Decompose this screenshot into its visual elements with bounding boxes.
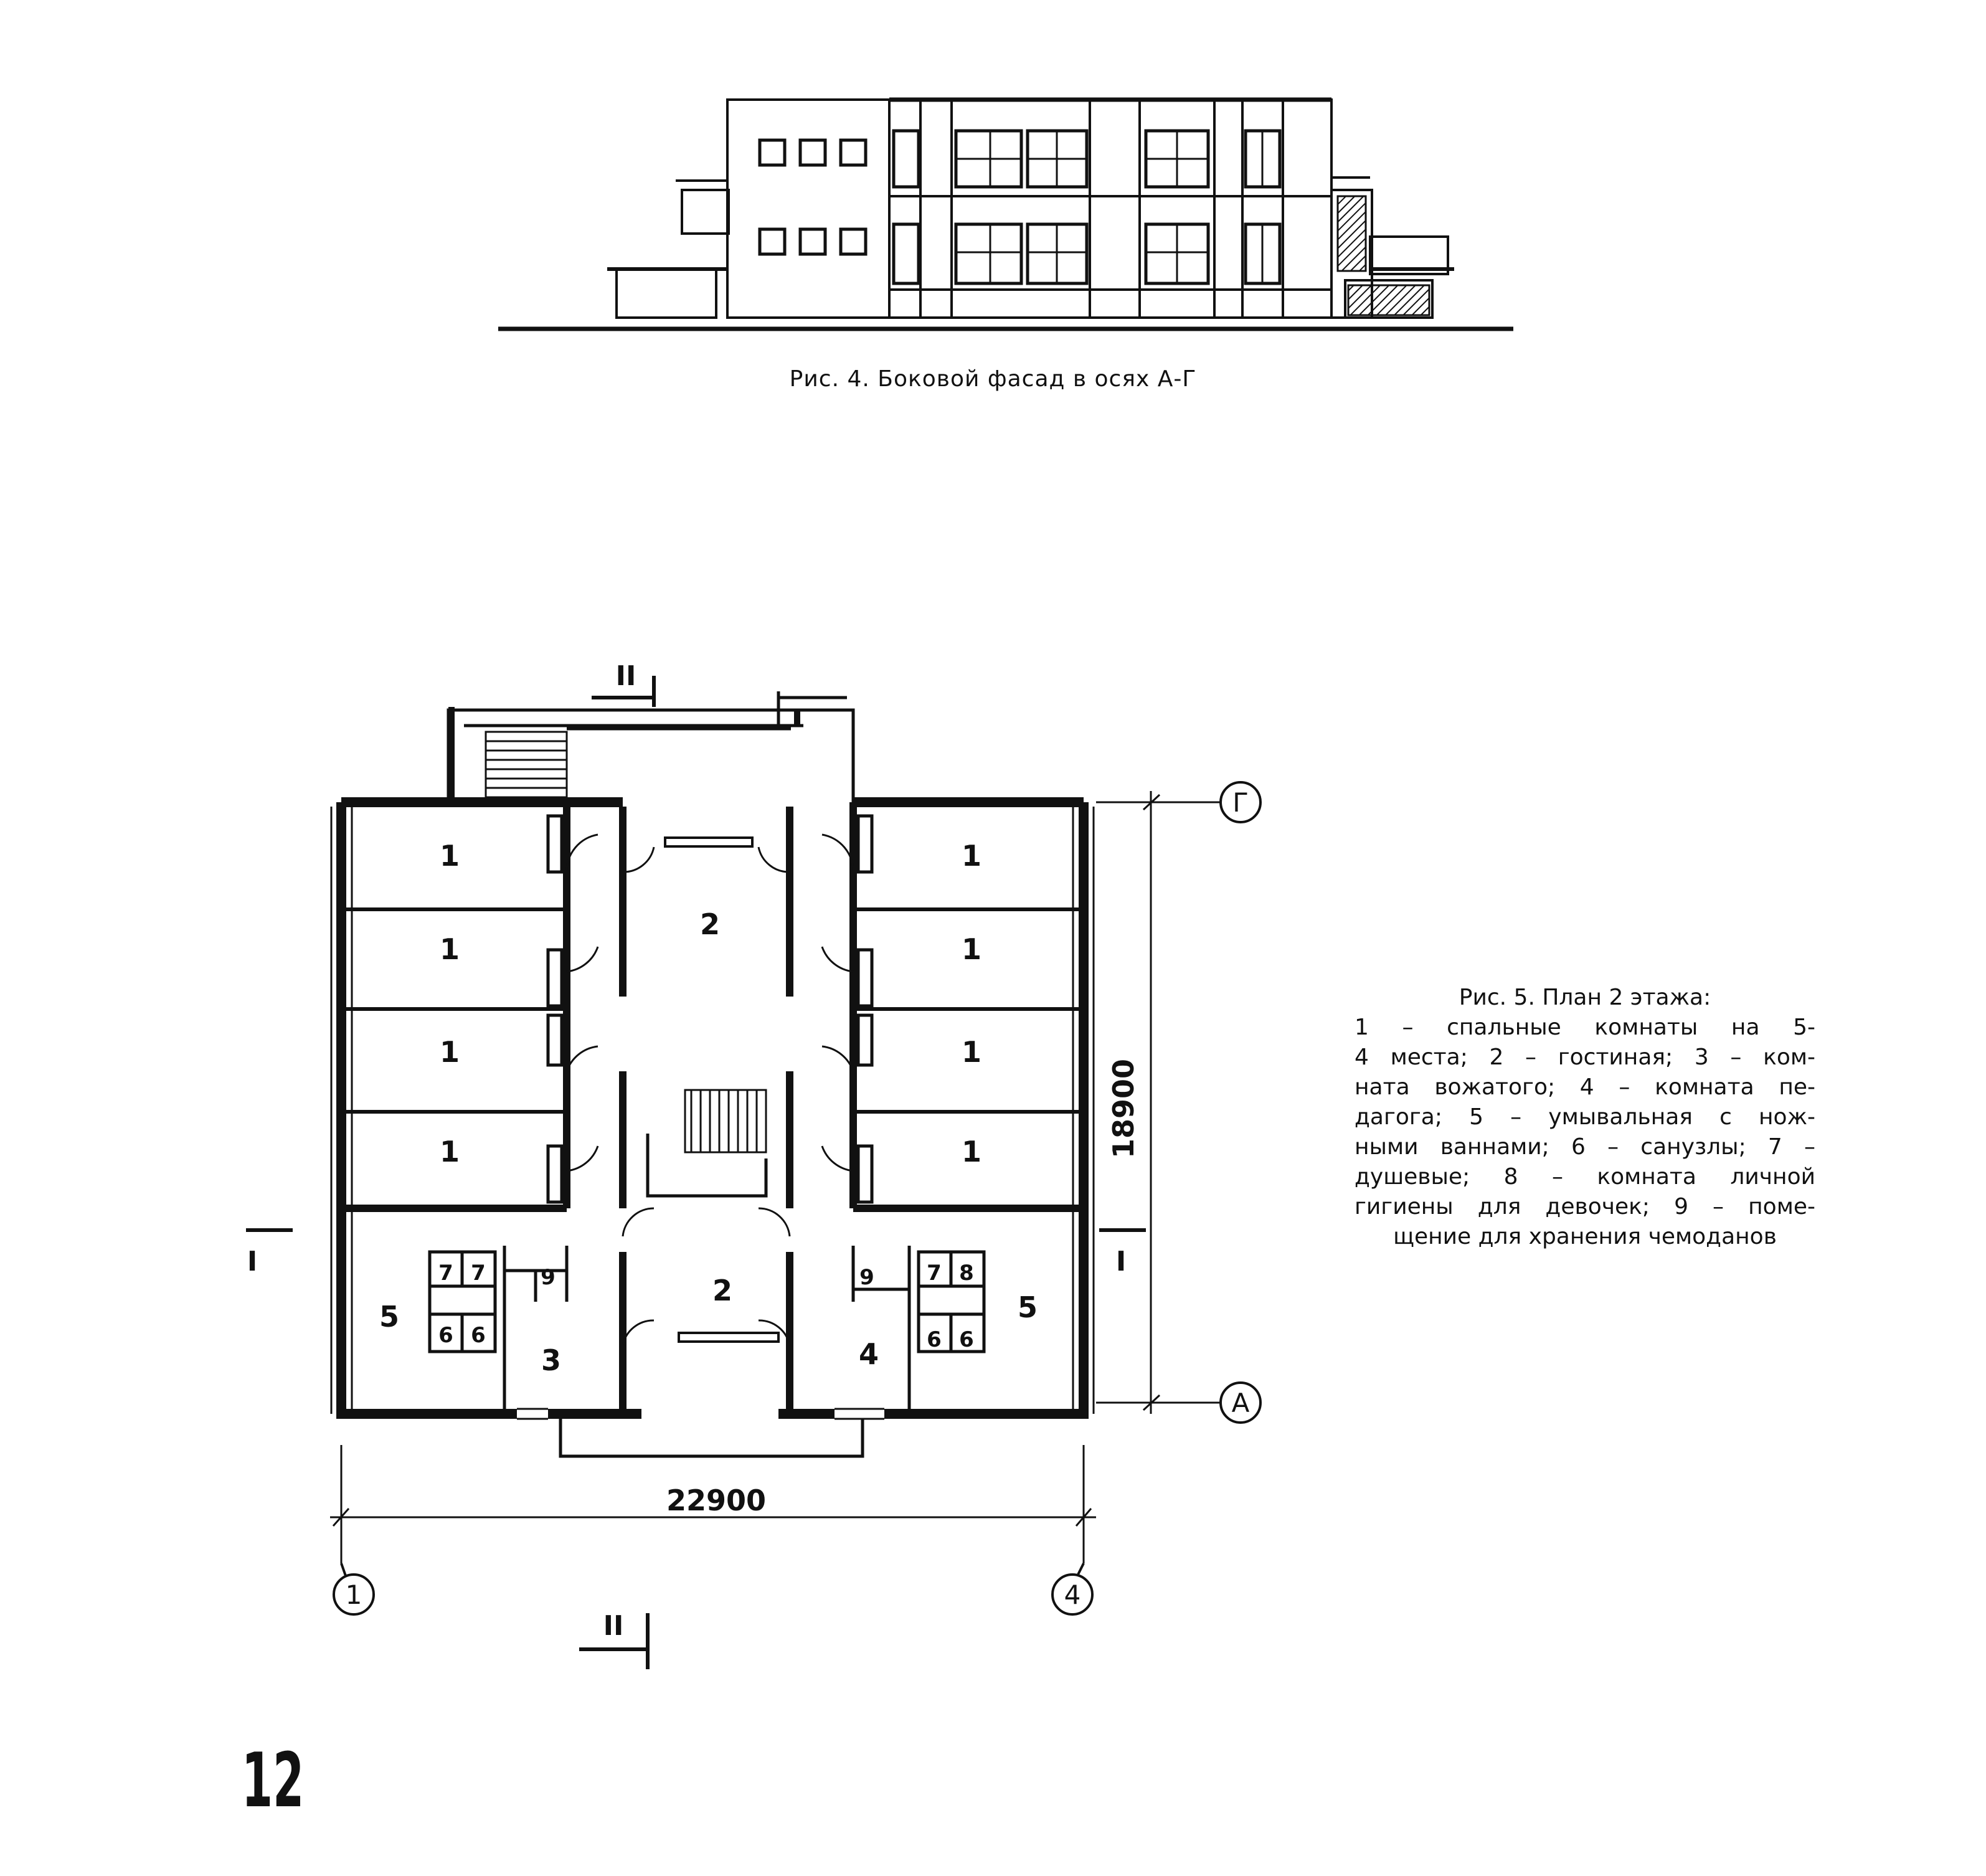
figure4-caption: Рис. 4. Боковой фасад в осях А-Г bbox=[789, 366, 1197, 392]
pilaster-2 bbox=[1089, 98, 1141, 319]
right-sanitary-block bbox=[851, 1246, 986, 1414]
corridor-windows bbox=[664, 836, 780, 1343]
room-label-counselor: 3 bbox=[541, 1343, 561, 1377]
room-label-sleeping-3: 1 bbox=[440, 1035, 460, 1069]
figure5-caption-title: Рис. 5. План 2 этажа: bbox=[1459, 985, 1711, 1010]
figure5-caption: Рис. 5. План 2 этажа: 1 – спальные комна… bbox=[1355, 983, 1815, 1252]
right-low-wing bbox=[1344, 279, 1434, 319]
room-label-sleeping-4: 1 bbox=[440, 1135, 460, 1168]
room-label-sleeping-6: 1 bbox=[962, 932, 981, 966]
room-label-storage-1: 9 bbox=[541, 1265, 556, 1290]
right-low-hatch bbox=[1347, 284, 1430, 316]
section-markers bbox=[246, 676, 1146, 1669]
room-label-toilet-1: 6 bbox=[438, 1323, 453, 1348]
figure5-caption-line: душевые; 8 – комната личной bbox=[1355, 1164, 1815, 1190]
room-label-lounge-1: 2 bbox=[700, 907, 720, 941]
room-label-sleeping-8: 1 bbox=[962, 1135, 981, 1168]
section-label-left: I bbox=[247, 1246, 257, 1277]
room-label-shower-2: 7 bbox=[471, 1261, 486, 1286]
left-sanitary-block bbox=[428, 1246, 569, 1414]
right-balcony bbox=[1369, 235, 1449, 275]
dimension-width-label: 22900 bbox=[666, 1484, 766, 1517]
axis-markers bbox=[333, 781, 1262, 1616]
room-label-toilet-4: 6 bbox=[959, 1327, 974, 1352]
figure5-caption-line: дагога; 5 – умывальная с нож- bbox=[1355, 1104, 1815, 1130]
facade-drawing bbox=[498, 97, 1513, 331]
room-label-washroom-right: 5 bbox=[1018, 1291, 1038, 1324]
room-label-washroom-left: 5 bbox=[379, 1300, 399, 1334]
room-label-sleeping-1: 1 bbox=[440, 839, 460, 873]
dimension-height-label: 18900 bbox=[1107, 1059, 1140, 1158]
figure5-caption-line: гигиены для девочек; 9 – поме- bbox=[1355, 1194, 1815, 1220]
left-low-wing bbox=[615, 268, 717, 319]
figure5-caption-line: ными ваннами; 6 – санузлы; 7 – bbox=[1355, 1134, 1815, 1160]
central-stair bbox=[646, 1089, 768, 1198]
left-balcony bbox=[681, 189, 730, 235]
page-number: 12 bbox=[242, 1738, 305, 1824]
dimension-width bbox=[330, 1445, 1096, 1563]
room-label-sleeping-2: 1 bbox=[440, 932, 460, 966]
axis-label-left: 1 bbox=[346, 1580, 362, 1610]
right-shadow-hatch bbox=[1336, 195, 1367, 272]
room-label-sleeping-7: 1 bbox=[962, 1035, 981, 1069]
window-mullions bbox=[956, 131, 1264, 283]
figure5-caption-line: 4 места; 2 – гостиная; 3 – ком- bbox=[1355, 1045, 1815, 1070]
section-label-bottom: II bbox=[603, 1610, 624, 1642]
room-label-toilet-2: 6 bbox=[471, 1323, 486, 1348]
section-label-right: I bbox=[1116, 1246, 1126, 1277]
left-block-windows bbox=[758, 138, 868, 256]
room-label-lounge-2: 2 bbox=[712, 1274, 732, 1307]
front-porch bbox=[559, 1419, 864, 1458]
room-label-sleeping-5: 1 bbox=[962, 839, 981, 873]
stair-treads-top bbox=[485, 731, 568, 798]
room-label-toilet-3: 6 bbox=[927, 1327, 942, 1352]
room-label-teacher: 4 bbox=[859, 1337, 879, 1371]
room-label-shower-1: 7 bbox=[438, 1261, 453, 1286]
room-label-hygiene: 8 bbox=[959, 1261, 974, 1286]
bottom-windows bbox=[517, 1408, 884, 1420]
figure5-caption-line: ната вожатого; 4 – комната пе- bbox=[1355, 1074, 1815, 1100]
door-swings bbox=[565, 833, 854, 1346]
stair-annex bbox=[447, 691, 855, 803]
axis-label-right: 4 bbox=[1064, 1580, 1081, 1610]
left-partitions bbox=[346, 907, 1079, 1212]
room-label-storage-2: 9 bbox=[859, 1265, 874, 1290]
facade-left-block bbox=[726, 98, 891, 319]
axis-label-bottom: А bbox=[1232, 1388, 1250, 1418]
floor-plan-drawing: 1 1 1 1 1 1 1 1 2 2 3 4 5 5 7 7 7 8 6 6 … bbox=[246, 660, 1262, 1669]
pilaster-4 bbox=[1282, 98, 1333, 319]
room-label-shower-3: 7 bbox=[927, 1261, 942, 1286]
wardrobes bbox=[546, 814, 874, 1204]
pilaster-1 bbox=[919, 98, 953, 319]
pilaster-3 bbox=[1213, 98, 1244, 319]
section-label-top: II bbox=[616, 660, 636, 692]
figure5-caption-line: щение для хранения чемоданов bbox=[1393, 1224, 1777, 1249]
axis-label-top: Г bbox=[1232, 787, 1249, 818]
dimension-height bbox=[1096, 791, 1221, 1414]
figure5-caption-line: 1 – спальные комнаты на 5- bbox=[1355, 1015, 1815, 1040]
